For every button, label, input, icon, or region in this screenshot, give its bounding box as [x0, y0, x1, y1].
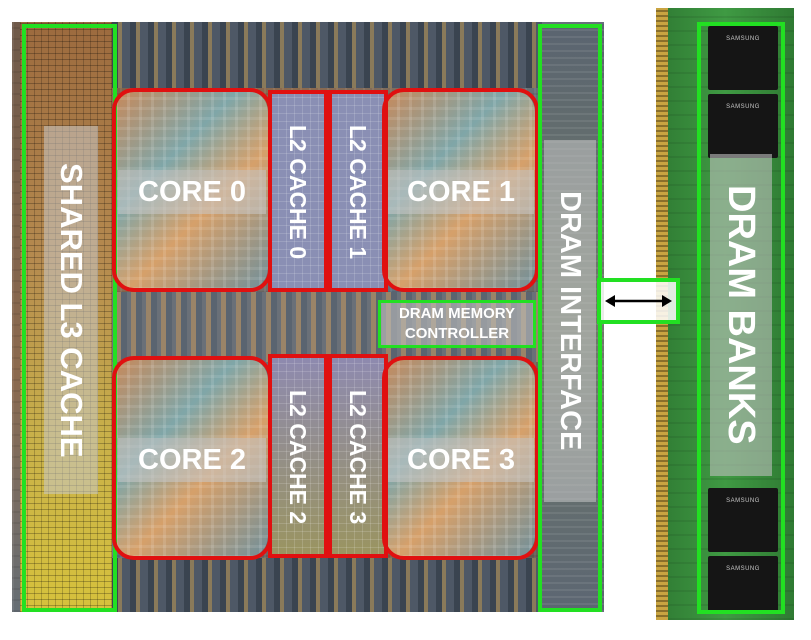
core2-label: CORE 2: [138, 444, 246, 476]
dram-chip: SAMSUNG: [708, 556, 778, 612]
dram-banks-label: DRAM BANKS: [720, 185, 762, 445]
dram-banks-region: [697, 22, 785, 614]
double-arrow-icon: [605, 295, 672, 307]
core3-label-bg: [388, 438, 534, 482]
dram-chip: SAMSUNG: [708, 488, 778, 552]
shared-l3-cache-label: SHARED L3 CACHE: [54, 162, 89, 458]
shared-l3-cache-region: [22, 24, 117, 612]
dram-interface-label: DRAM INTERFACE: [554, 191, 586, 451]
dram-banks-label-bg: [710, 154, 772, 476]
top-circuitry: [112, 22, 542, 88]
l2-cache0-texture: [270, 92, 326, 290]
core0-label: CORE 0: [138, 176, 246, 208]
l2-cache3-label: L2 CACHE 3: [345, 389, 371, 525]
dram-interface-label-bg: [544, 140, 596, 502]
dram-memory-controller-region: [378, 300, 536, 348]
l2-cache3-texture: [330, 356, 386, 556]
dram-chip: SAMSUNG: [708, 94, 778, 158]
core1-label: CORE 1: [407, 176, 515, 208]
core0-label-bg: [118, 170, 266, 214]
l2-cache1-texture: [330, 92, 386, 290]
bottom-circuitry: [112, 558, 542, 612]
l2-cache2-region: [268, 354, 328, 558]
l2-cache2-label: L2 CACHE 2: [285, 389, 311, 525]
dram-controller-label-line2: CONTROLLER: [404, 325, 510, 342]
interface-connection-box: [597, 278, 680, 324]
dram-controller-label-bg: [381, 303, 533, 345]
dram-chip: SAMSUNG: [708, 26, 778, 90]
l2-cache0-label: L2 CACHE 0: [285, 124, 311, 260]
l2-cache0-region: [268, 90, 328, 292]
l2-cache3-region: [328, 354, 388, 558]
l2-cache1-region: [328, 90, 388, 292]
core1-label-bg: [388, 170, 534, 214]
core2-label-bg: [118, 438, 266, 482]
l2-cache1-label: L2 CACHE 1: [345, 124, 371, 260]
shared-l3-label-bg: [44, 126, 98, 494]
core3-label: CORE 3: [407, 444, 515, 476]
dram-controller-label-line1: DRAM MEMORY: [398, 305, 516, 322]
l2-cache2-texture: [270, 356, 326, 556]
